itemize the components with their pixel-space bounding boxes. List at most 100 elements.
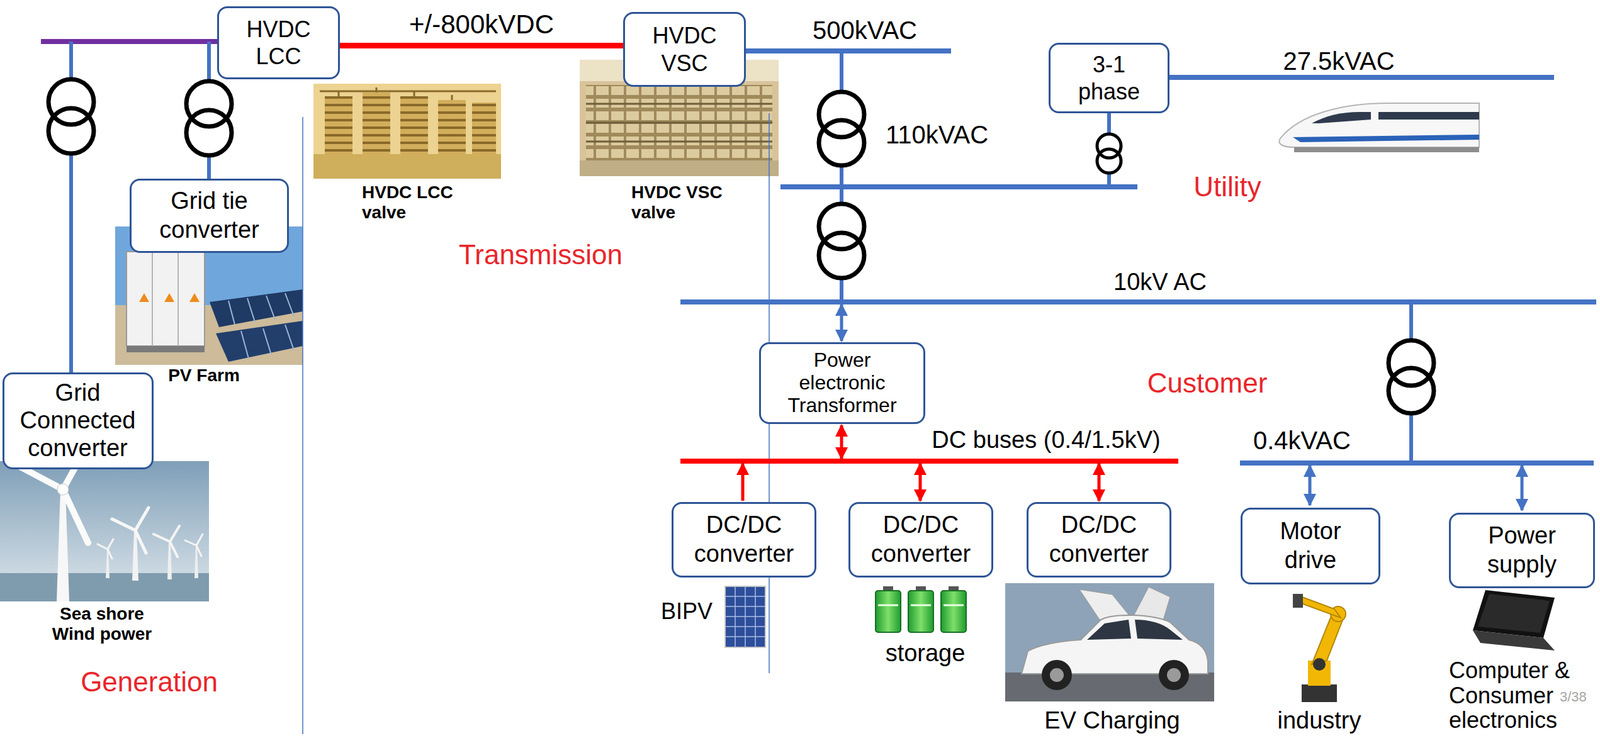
ev-car-picture xyxy=(1158,660,1189,691)
valve-photo xyxy=(313,154,502,179)
flow-arrow xyxy=(840,304,844,342)
transformer-symbol xyxy=(1388,340,1434,386)
train-picture xyxy=(1311,112,1371,124)
converter-box: DC/DC converter xyxy=(848,502,994,578)
wind-farm-photo xyxy=(0,573,209,602)
feeder-line xyxy=(69,41,74,80)
page-number: 3/38 xyxy=(1559,689,1587,705)
flow-arrow xyxy=(1520,465,1524,511)
robot-arm-picture xyxy=(1300,596,1341,619)
train-picture xyxy=(1278,103,1480,153)
load-label: storage xyxy=(885,640,966,668)
flow-arrow xyxy=(1097,463,1101,502)
solar-panel-icon xyxy=(725,586,766,648)
bus-line xyxy=(40,41,1597,464)
section-title: Customer xyxy=(1147,367,1268,400)
box-text: DC/DC converter xyxy=(1036,511,1162,569)
laptop-picture xyxy=(1472,590,1555,651)
box-text: Power supply xyxy=(1468,521,1576,580)
converter-box: Motor drive xyxy=(1240,507,1381,585)
wind-farm-photo xyxy=(97,539,114,559)
dc-transmission-line xyxy=(339,42,624,49)
valve-photo xyxy=(313,83,502,179)
laptop-picture xyxy=(1472,590,1555,639)
photo-caption: HVDC LCC valve xyxy=(361,182,466,223)
transformer-symbol xyxy=(48,108,94,154)
feeder-line xyxy=(1107,173,1111,187)
transformer-symbol xyxy=(186,110,232,156)
pv-farm-photo xyxy=(228,293,294,359)
solar-panel-icon xyxy=(725,586,766,648)
ev-car-picture xyxy=(1166,668,1181,683)
valve-photo xyxy=(472,102,496,156)
voltage-label: 10kV AC xyxy=(1113,268,1207,297)
ev-car-picture xyxy=(1087,619,1183,641)
load-label: industry xyxy=(1277,707,1361,736)
valve-photo xyxy=(319,87,496,101)
battery-icon xyxy=(908,591,934,633)
section-title: Utility xyxy=(1193,171,1262,204)
battery-icon xyxy=(875,586,967,633)
pv-farm-photo xyxy=(126,346,205,353)
train-picture xyxy=(1294,147,1480,153)
battery-icon xyxy=(915,586,926,592)
box-text: Power electronic Transformer xyxy=(776,349,909,417)
load-label: EV Charging xyxy=(1044,707,1180,736)
photo-caption: HVDC VSC valve xyxy=(631,182,736,223)
wind-farm-photo xyxy=(57,484,69,496)
valve-photo xyxy=(579,160,779,177)
bus-line xyxy=(40,39,218,45)
photo-caption: PV Farm xyxy=(168,365,240,386)
converter-box: DC/DC converter xyxy=(1026,502,1172,578)
ev-car-picture xyxy=(1041,660,1072,691)
converter-box: 3-1 phase xyxy=(1048,42,1170,114)
laptop-picture xyxy=(1477,594,1550,634)
box-text: Grid Connected converter xyxy=(11,379,145,462)
ev-car-picture xyxy=(1005,583,1215,702)
box-text: DC/DC converter xyxy=(857,511,984,569)
transformer-symbol xyxy=(818,232,865,279)
laptop-picture xyxy=(1472,630,1555,651)
box-text: HVDC LCC xyxy=(234,15,323,70)
wind-farm-photo xyxy=(56,489,70,602)
feeder-line xyxy=(71,41,1412,464)
transformer-symbol xyxy=(48,79,1434,414)
transformer-symbol xyxy=(818,120,865,166)
feeder-line xyxy=(1107,113,1111,135)
feeder-line xyxy=(839,278,844,303)
pv-farm-photo xyxy=(126,251,205,347)
pv-farm-photo xyxy=(152,251,179,347)
valve-photo xyxy=(585,84,773,161)
wind-farm-photo xyxy=(0,461,209,602)
converter-box: HVDC VSC xyxy=(623,11,746,87)
ev-car-picture xyxy=(1005,583,1215,702)
battery-icon xyxy=(875,591,901,633)
robot-arm-picture xyxy=(1292,594,1346,703)
section-title: Generation xyxy=(80,666,218,699)
battery-icon xyxy=(948,586,959,592)
feeder-line xyxy=(207,155,211,179)
voltage-label: 500kVAC xyxy=(812,15,918,45)
voltage-label: +/-800kVDC xyxy=(409,10,554,40)
feeder-line xyxy=(839,50,844,92)
converter-box: Grid Connected converter xyxy=(2,372,154,470)
valve-photo xyxy=(438,100,466,156)
pv-farm-photo xyxy=(209,289,303,328)
voltage-label: 0.4kVAC xyxy=(1253,426,1351,456)
box-text: 3-1 phase xyxy=(1071,50,1147,106)
box-text: HVDC VSC xyxy=(640,22,729,77)
battery-icon xyxy=(940,591,967,633)
pv-farm-photo xyxy=(139,293,150,303)
valve-photo xyxy=(313,83,502,179)
battery-icon xyxy=(878,604,964,607)
divider-line xyxy=(302,117,304,735)
valve-photo xyxy=(400,96,429,157)
valve-photo xyxy=(362,92,391,156)
converter-box: HVDC LCC xyxy=(217,6,340,80)
transformer-symbol xyxy=(1097,149,1122,174)
valve-photo xyxy=(585,103,773,142)
valve-photo xyxy=(324,96,353,157)
wind-farm-photo xyxy=(112,507,149,554)
feeder-line xyxy=(1409,413,1414,464)
section-title: Transmission xyxy=(458,239,623,272)
